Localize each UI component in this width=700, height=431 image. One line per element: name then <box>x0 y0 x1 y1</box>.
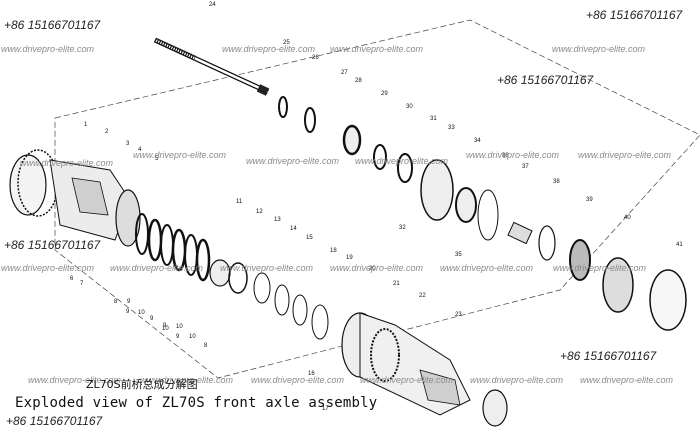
watermark: www.drivepro-elite.com <box>552 44 646 54</box>
callout: 2 <box>105 129 109 135</box>
middle-rings <box>228 262 329 340</box>
watermark: www.drivepro-elite.com <box>330 44 424 54</box>
callout: 40 <box>624 215 631 221</box>
watermark: www.drivepro-elite.com <box>246 156 340 166</box>
callout: 39 <box>586 197 593 203</box>
callout: 15 <box>306 235 313 241</box>
watermark: www.drivepro-elite.com <box>580 375 674 385</box>
phone-number: +86 15166701167 <box>586 8 683 22</box>
callout: 30 <box>406 104 413 110</box>
watermark: www.drivepro-elite.com <box>110 263 204 273</box>
callout: 7 <box>80 281 84 287</box>
callout: 13 <box>274 217 281 223</box>
callout: 3 <box>126 141 130 147</box>
callout: 9 <box>150 316 154 322</box>
callout: 17 <box>322 406 329 412</box>
callout: 41 <box>676 242 683 248</box>
callout: 31 <box>430 116 437 122</box>
callout: 10 <box>138 310 145 316</box>
callout: 25 <box>283 40 290 46</box>
drive-shaft <box>153 37 270 96</box>
watermark: www.drivepro-elite.com <box>1 263 95 273</box>
callout: 33 <box>448 125 455 131</box>
watermark: www.drivepro-elite.com <box>28 375 122 385</box>
watermark: www.drivepro-elite.com <box>220 263 314 273</box>
callout: 10 <box>189 334 196 340</box>
diagram-caption-english: Exploded view of ZL70S front axle assemb… <box>15 395 378 411</box>
watermark: www.drivepro-elite.com <box>222 44 316 54</box>
callout: 18 <box>330 248 337 254</box>
callout: 9 <box>127 299 131 305</box>
phone-number: +86 15166701167 <box>497 73 594 87</box>
callout: 37 <box>522 164 529 170</box>
callout: 1 <box>84 122 88 128</box>
callout: 38 <box>553 179 560 185</box>
callout: 27 <box>341 70 348 76</box>
phone-number: +86 15166701167 <box>6 414 103 428</box>
diagram-caption-chinese: ZL70S前桥总成分解图 <box>86 378 198 391</box>
watermark: www.drivepro-elite.com <box>251 375 345 385</box>
watermark: www.drivepro-elite.com <box>553 263 647 273</box>
watermark: www.drivepro-elite.com <box>355 156 449 166</box>
callout: 9 <box>176 334 180 340</box>
watermark: www.drivepro-elite.com <box>20 158 114 168</box>
callout: 8 <box>114 299 118 305</box>
callout: 34 <box>474 138 481 144</box>
callout: 11 <box>236 199 243 205</box>
callout-labels: 1 2 3 4 5 6 7 8 9 9 10 9 10 9 10 9 10 8 … <box>70 2 683 412</box>
callout: 10 <box>176 324 183 330</box>
upper-gear-train <box>278 96 687 331</box>
callout: 6 <box>70 276 74 282</box>
callout: 29 <box>381 91 388 97</box>
callout: 4 <box>138 147 142 153</box>
watermark: www.drivepro-elite.com <box>440 263 534 273</box>
callout: 24 <box>209 2 216 8</box>
callout: 21 <box>393 281 400 287</box>
watermark: www.drivepro-elite.com <box>470 375 564 385</box>
watermark: www.drivepro-elite.com <box>330 263 424 273</box>
callout: 36 <box>502 153 509 159</box>
callout: 12 <box>256 209 263 215</box>
watermark: www.drivepro-elite.com <box>578 150 672 160</box>
callout: 9 <box>163 323 167 329</box>
callout: 22 <box>419 293 426 299</box>
callout: 8 <box>204 343 208 349</box>
watermark: www.drivepro-elite.com <box>1 44 95 54</box>
callout: 19 <box>346 255 353 261</box>
callout: 10 <box>162 326 169 332</box>
callout: 28 <box>355 78 362 84</box>
callout: 26 <box>312 55 319 61</box>
callout: 9 <box>126 309 130 315</box>
watermark: www.drivepro-elite.com <box>466 150 560 160</box>
phone-number: +86 15166701167 <box>4 18 101 32</box>
assembly-boundary <box>54 19 700 379</box>
watermark: www.drivepro-elite.com <box>133 150 227 160</box>
phone-number: +86 15166701167 <box>560 349 657 363</box>
watermark: www.drivepro-elite.com <box>360 375 454 385</box>
callout: 23 <box>455 312 462 318</box>
phone-number: +86 15166701167 <box>4 238 101 252</box>
right-axle-housing <box>341 312 508 427</box>
watermark: www.drivepro-elite.com <box>140 375 234 385</box>
callout: 35 <box>455 252 462 258</box>
callout: 16 <box>308 371 315 377</box>
callout: 32 <box>399 225 406 231</box>
left-axle-housing <box>9 149 141 247</box>
callout: 20 <box>369 266 376 272</box>
callout: 14 <box>290 226 297 232</box>
left-brake-disc-stack <box>135 213 231 287</box>
callout: 5 <box>155 156 159 162</box>
